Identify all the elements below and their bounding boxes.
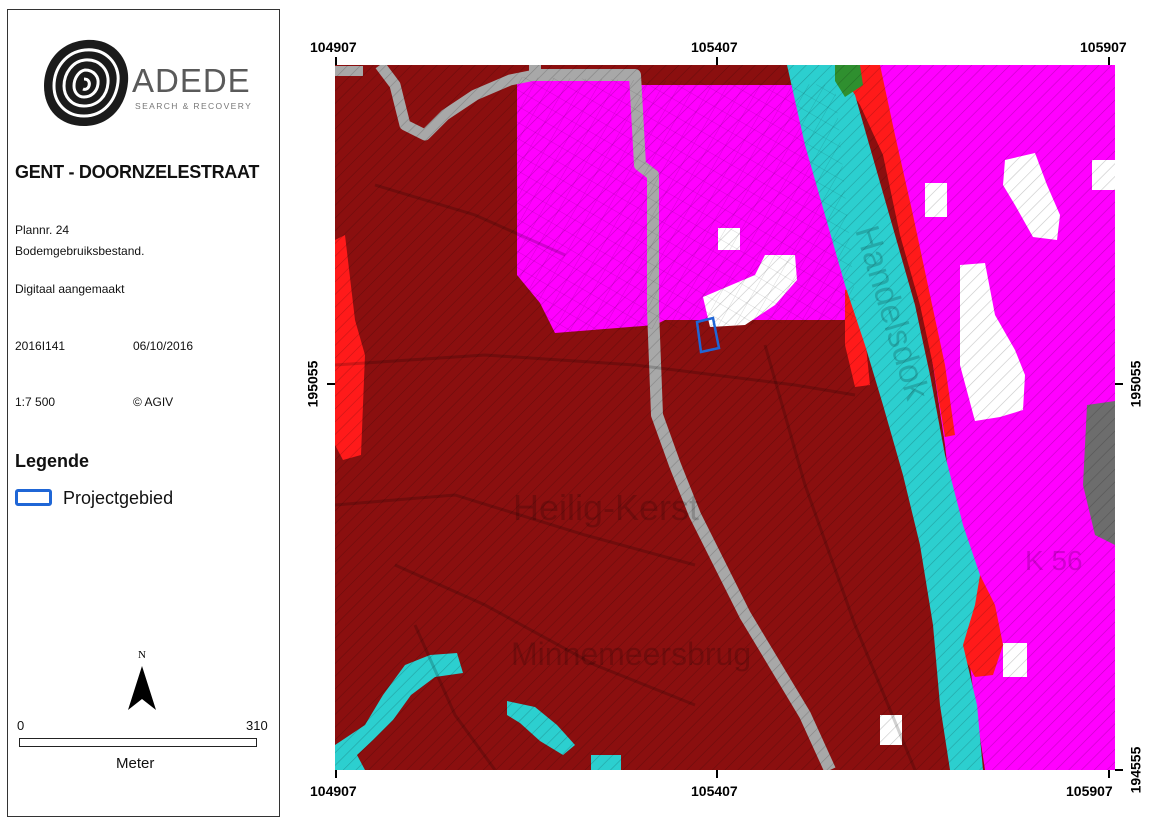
fingerprint-logo-icon	[44, 39, 129, 127]
tick-right-bottom	[1115, 769, 1123, 771]
project-code: 2016I141	[15, 339, 66, 353]
legend-label-projectgebied: Projectgebied	[63, 488, 174, 508]
tick-bottom-left	[335, 770, 337, 778]
tick-top-left	[335, 57, 337, 65]
logo-name: ADEDE	[132, 62, 251, 99]
legend-title: Legende	[15, 451, 90, 471]
topo-street-lines	[335, 183, 917, 770]
coord-top-mid: 105407	[691, 39, 738, 55]
plan-description: Bodemgebruiksbestand.	[15, 244, 145, 258]
place-label-heilig-kerst: Heilig-Kerst	[513, 487, 699, 528]
project-title: GENT - DOORNZELESTRAAT	[15, 162, 260, 182]
coord-bottom-right: 105907	[1066, 783, 1113, 799]
scale-bar-min: 0	[17, 718, 25, 733]
coord-right-bottom: 194555	[1127, 746, 1144, 794]
tick-top-mid	[716, 57, 718, 65]
map-sidebar: ADEDE SEARCH & RECOVERY GENT - DOORNZELE…	[7, 9, 280, 817]
legend-swatch-projectgebied	[15, 489, 52, 506]
tick-left-mid	[327, 383, 335, 385]
land-use-map[interactable]: Heilig-Kerst Minnemeersbrug Handelsdok K…	[335, 65, 1115, 770]
map-canvas[interactable]: Heilig-Kerst Minnemeersbrug Handelsdok K…	[335, 65, 1115, 770]
company-logo: ADEDE SEARCH & RECOVERY	[38, 36, 268, 136]
coord-right-mid: 195055	[1127, 360, 1144, 408]
copyright-note: © AGIV	[133, 395, 174, 409]
coord-bottom-mid: 105407	[691, 783, 738, 799]
coord-top-right: 105907	[1080, 39, 1127, 55]
scale-bar-max: 310	[246, 718, 268, 733]
place-label-minnemeersbrug: Minnemeersbrug	[511, 636, 751, 672]
north-arrow-icon: N	[128, 649, 156, 710]
coord-left-mid: 195055	[304, 360, 321, 408]
topo-grid-overlay	[517, 77, 857, 333]
project-area-outline	[695, 316, 721, 354]
creation-note: Digitaal aangemaakt	[15, 282, 125, 296]
tick-top-right	[1108, 57, 1110, 65]
project-date: 06/10/2016	[133, 339, 194, 353]
tick-bottom-mid	[716, 770, 718, 778]
scale-bar-unit: Meter	[116, 755, 155, 772]
map-scale: 1:7 500	[15, 395, 56, 409]
scale-bar	[19, 738, 257, 747]
logo-tagline: SEARCH & RECOVERY	[135, 101, 253, 111]
coord-top-left: 104907	[310, 39, 357, 55]
tick-bottom-right	[1108, 770, 1110, 778]
place-label-k56: K 56	[1025, 545, 1083, 576]
plan-number: Plannr. 24	[15, 223, 70, 237]
tick-right-mid	[1115, 383, 1123, 385]
north-arrow-label: N	[138, 649, 146, 661]
coord-bottom-left: 104907	[310, 783, 357, 799]
